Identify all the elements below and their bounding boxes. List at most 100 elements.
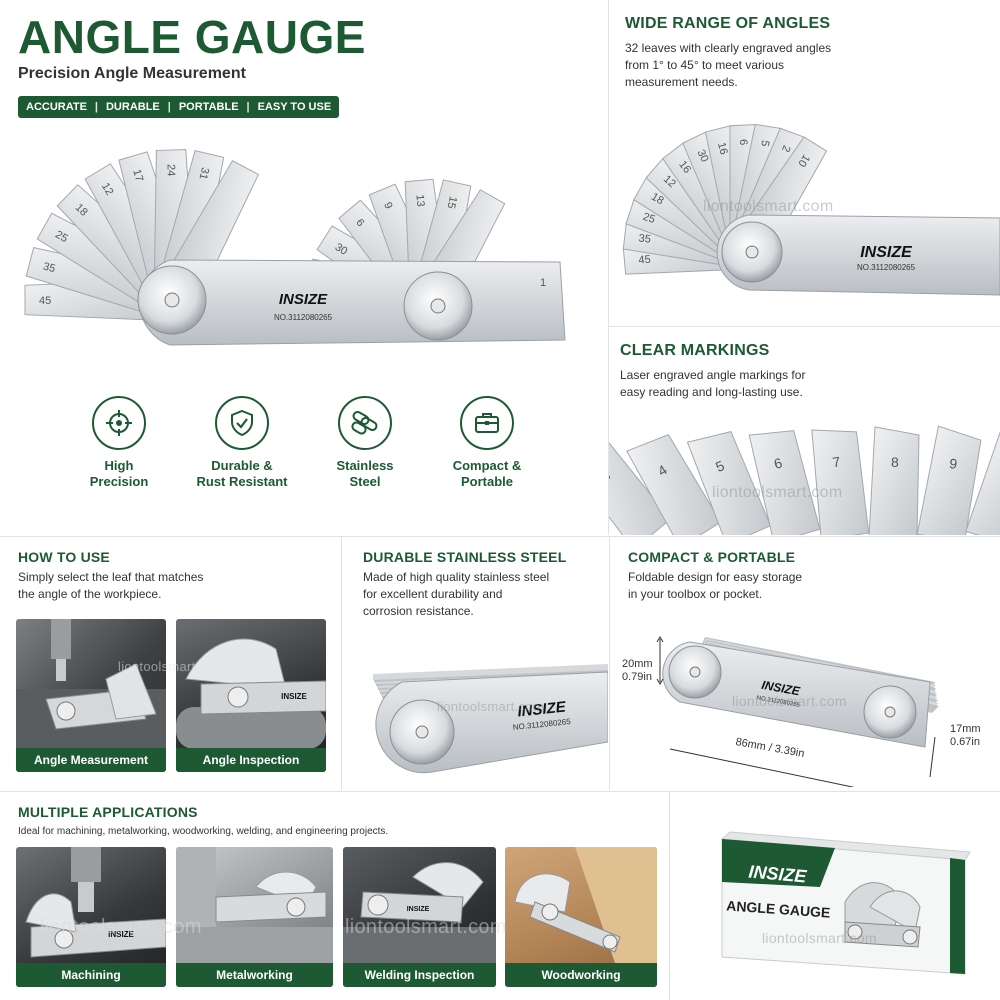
thickness-dimension-line	[929, 736, 936, 778]
watermark: liontoolsmart.com	[703, 198, 834, 215]
page-title: ANGLE GAUGE	[18, 11, 366, 63]
feature-label-line2: Rust Resistant	[196, 474, 288, 489]
leaf-angle-label: 31	[197, 166, 211, 181]
compact-description: Foldable design for easy storage in your…	[628, 569, 802, 603]
stainless-gauge-closeup: INSIZE NO.3112080265	[373, 664, 608, 774]
divider	[608, 0, 609, 535]
feature-compact-portable: Compact & Portable	[432, 396, 542, 490]
closeup-leaf: 7	[811, 429, 870, 535]
feature-label-line1: Durable &	[211, 458, 273, 473]
stainless-description: Made of high quality stainless steel for…	[363, 569, 549, 620]
stainless-heading: DURABLE STAINLESS STEEL	[363, 549, 567, 565]
briefcase-icon	[460, 396, 514, 450]
feature-durable: Durable & Rust Resistant	[187, 396, 297, 490]
divider	[0, 536, 1000, 537]
divider	[0, 791, 1000, 792]
height-label: 20mm 0.79in	[622, 658, 653, 684]
photo-caption: Angle Inspection	[176, 748, 326, 772]
closeup-leaf: 6	[748, 430, 821, 535]
leaf-angle-label: 24	[164, 164, 176, 177]
divider	[341, 537, 342, 790]
leaf-angle-label: 15	[445, 195, 459, 210]
desc-line: for excellent durability and	[363, 587, 503, 601]
leaf-angle-label: 16	[715, 141, 730, 156]
thickness-in: 0.67in	[950, 736, 980, 748]
packaging-box-image: INSIZE ANGLE GAUGE	[720, 831, 971, 975]
target-icon	[92, 396, 146, 450]
closeup-leaf: 5	[686, 431, 772, 535]
wide-range-heading: WIDE RANGE OF ANGLES	[625, 15, 831, 32]
tag-durable: DURABLE	[105, 101, 160, 113]
feature-label-line2: Portable	[460, 474, 513, 489]
leaf-angle-label: 13	[413, 194, 426, 207]
leaf-angle-label: 8	[891, 454, 899, 470]
photo-caption: Woodworking	[505, 963, 657, 987]
feature-label-line2: Precision	[89, 474, 149, 489]
compact-brand-logo: INSIZE	[760, 678, 801, 699]
clear-markings-heading: CLEAR MARKINGS	[620, 342, 770, 359]
svg-text:INSIZE: INSIZE	[407, 906, 430, 913]
leaf-angle-label: 7	[831, 453, 841, 470]
leaf-angle-label: 45	[638, 254, 651, 267]
closeup-leaf-fan: 345678915	[609, 425, 1000, 535]
box-product-label: ANGLE GAUGE	[726, 897, 831, 920]
watermark: liontoolsmart.com	[40, 916, 202, 938]
leaf-angle-label: 9	[381, 201, 394, 211]
closeup-leaf: 9	[916, 425, 982, 535]
desc-line: Foldable design for easy storage	[628, 570, 803, 584]
thickness-label: 17mm 0.67in	[950, 723, 981, 749]
photo-angle-measurement: Angle Measurement	[16, 619, 166, 772]
leaf-angle-label: 9	[948, 455, 958, 472]
height-in: 0.79in	[622, 671, 652, 683]
photo-angle-inspection: INSIZE Angle Inspection	[176, 619, 326, 772]
tag-separator: |	[167, 101, 171, 113]
svg-text:INSIZE: INSIZE	[281, 692, 307, 701]
desc-line: Laser engraved angle markings for	[620, 368, 806, 382]
feature-label-line1: Stainless	[336, 458, 394, 473]
desc-line: 32 leaves with clearly engraved angles	[625, 41, 832, 55]
tag-separator: |	[94, 101, 98, 113]
thickness-mm: 17mm	[950, 723, 981, 735]
leaf-angle-label: 18	[649, 191, 666, 207]
watermark: liontoolsmart.com	[437, 699, 544, 714]
closeup-leaf: 3	[609, 438, 672, 535]
tag-bar: ACCURATE | DURABLE | PORTABLE | EASY TO …	[18, 96, 340, 118]
tag-accurate: ACCURATE	[26, 101, 87, 113]
photo-caption: Metalworking	[176, 963, 333, 987]
compact-heading: COMPACT & PORTABLE	[628, 549, 796, 565]
clear-markings-panel: CLEAR MARKINGS Laser engraved angle mark…	[609, 327, 1000, 535]
leaf-angle-label: 16	[676, 159, 693, 176]
desc-line: Simply select the leaf that matches	[18, 570, 204, 584]
leaf-angle-label: 17	[130, 168, 145, 183]
leaf-edge	[373, 664, 608, 680]
photo-caption: Welding Inspection	[343, 963, 496, 987]
how-to-use-panel: HOW TO USE Simply select the leaf that m…	[0, 537, 340, 790]
page-subtitle: Precision Angle Measurement	[18, 65, 246, 82]
shield-check-icon	[215, 396, 269, 450]
leaf-angle-label: 45	[39, 295, 51, 307]
divider	[609, 537, 610, 790]
compact-panel: COMPACT & PORTABLE Foldable design for e…	[610, 537, 1000, 790]
tag-separator: |	[246, 101, 250, 113]
leaf-angle-label: 25	[53, 229, 70, 245]
wide-range-model-number: NO.3112080265	[857, 263, 916, 272]
desc-line: easy reading and long-lasting use.	[620, 385, 803, 399]
desc-line: Made of high quality stainless steel	[363, 570, 550, 584]
feature-label-line2: Steel	[349, 474, 381, 489]
photo-welding-inspection: INSIZE Welding Inspection	[343, 847, 496, 987]
desc-line: measurement needs.	[625, 75, 738, 89]
applications-description: Ideal for machining, metalworking, woodw…	[18, 826, 389, 837]
leaf-angle-label: 12	[99, 181, 116, 198]
applications-panel: MULTIPLE APPLICATIONS Ideal for machinin…	[0, 792, 668, 1000]
feature-label-line1: High	[104, 458, 134, 473]
watermark: liontoolsmart.com	[762, 930, 877, 946]
wide-range-brand-logo: INSIZE	[860, 244, 913, 261]
tag-portable: PORTABLE	[178, 101, 239, 113]
photo-woodworking: Woodworking	[505, 847, 657, 987]
how-to-use-heading: HOW TO USE	[18, 549, 110, 565]
applications-heading: MULTIPLE APPLICATIONS	[18, 804, 198, 820]
desc-line: the angle of the workpiece.	[18, 587, 162, 601]
leaf-angle-label: 6	[737, 139, 749, 146]
